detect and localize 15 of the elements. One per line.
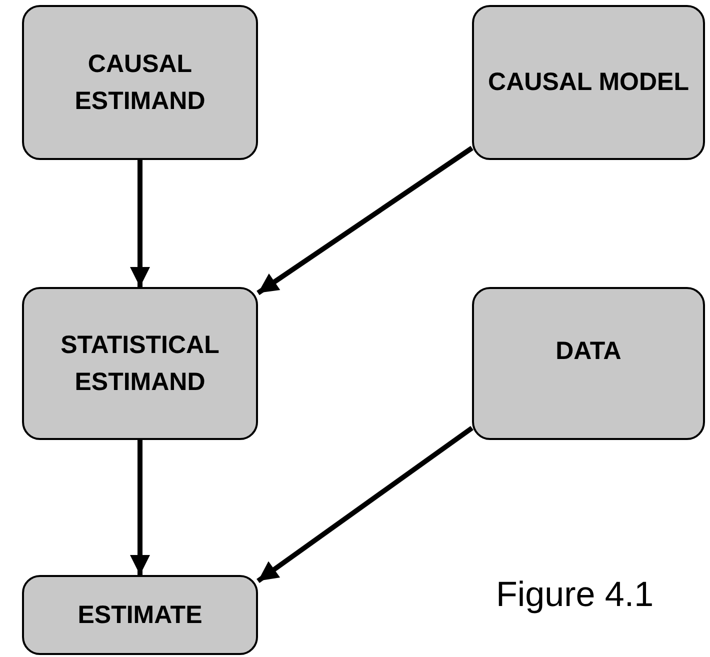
process-box: [22, 287, 258, 440]
arrow: [256, 426, 474, 584]
box-label: ESTIMATE: [78, 600, 202, 631]
process-box: [472, 5, 705, 160]
figure-caption: Figure 4.1: [496, 575, 654, 615]
process-box: [22, 5, 258, 160]
process-box: [22, 575, 258, 655]
process-box: [472, 287, 705, 440]
box-label: CAUSAL MODEL: [488, 67, 689, 98]
box-label: STATISTICAL ESTIMAND: [60, 330, 220, 398]
box-label: DATA: [556, 336, 622, 368]
arrow: [130, 440, 150, 575]
arrow: [256, 146, 474, 296]
box-label: CAUSAL ESTIMAND: [74, 49, 206, 116]
arrow: [130, 160, 150, 287]
